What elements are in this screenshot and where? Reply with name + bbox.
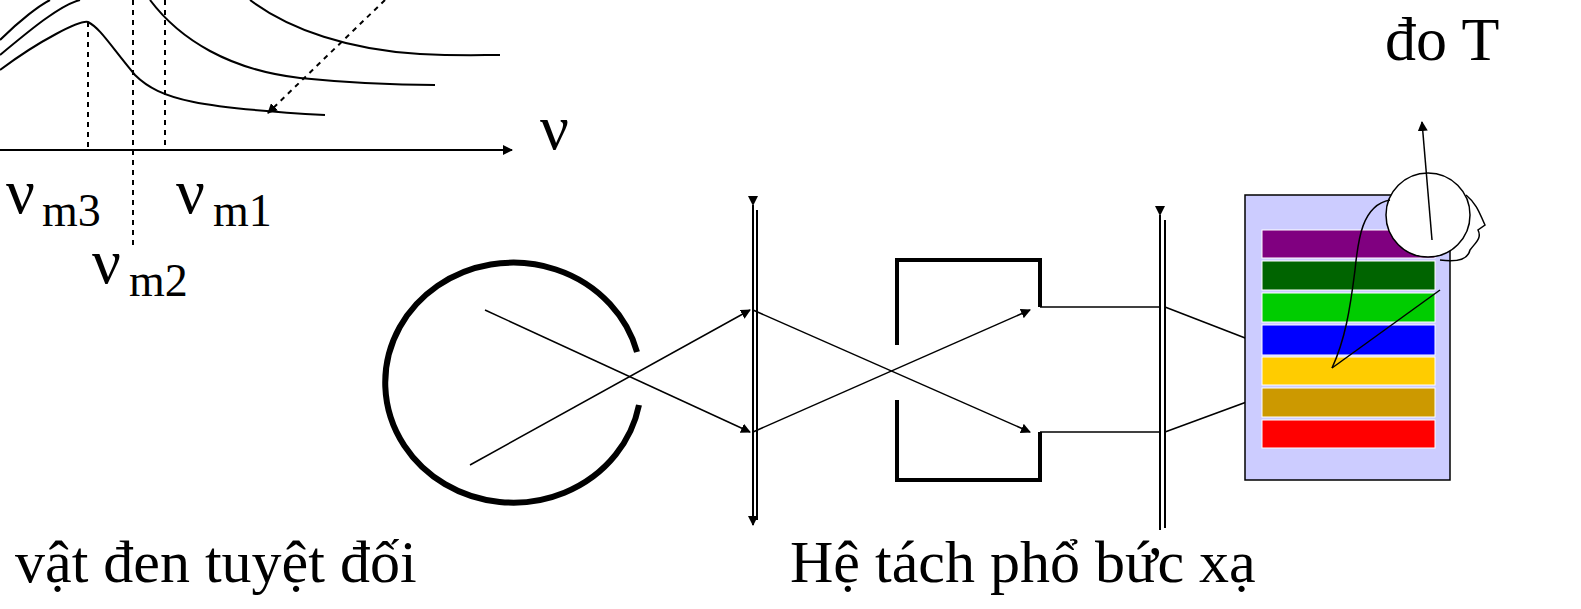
- spectrum-graph: [0, 0, 512, 245]
- subscript: m2: [129, 258, 188, 304]
- axis-label: ν: [540, 96, 569, 160]
- frequency-symbol: ν: [92, 230, 121, 294]
- frequency-symbol: ν: [6, 160, 35, 224]
- frequency-symbol: ν: [176, 160, 205, 224]
- callout-label: đo T: [1385, 8, 1499, 70]
- part-label: Hệ tách phổ bức xạ: [790, 532, 1256, 592]
- part-label: vật đen tuyệt đối: [15, 532, 417, 592]
- subscript: m3: [42, 188, 101, 234]
- optical-setup: [385, 205, 1328, 530]
- detector-head: [1332, 122, 1485, 368]
- subscript: m1: [213, 188, 272, 234]
